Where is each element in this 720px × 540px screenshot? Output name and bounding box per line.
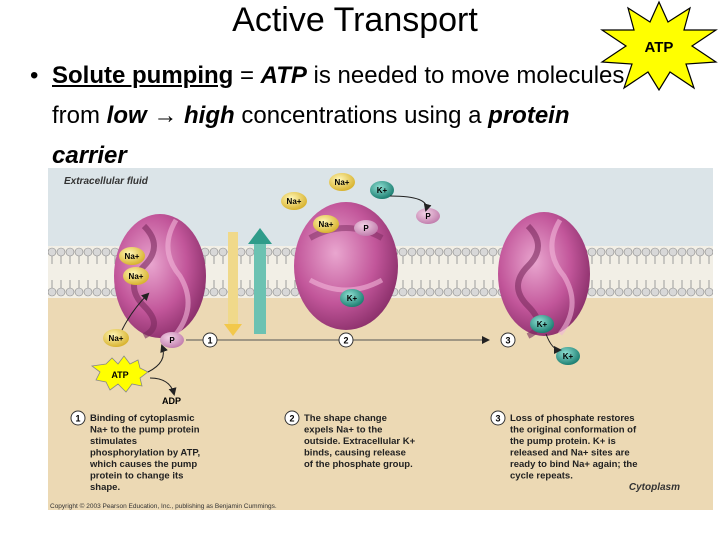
step-caption-line: outside. Extracellular K+ (304, 436, 416, 447)
badge-label: ATP (645, 39, 674, 56)
svg-text:1: 1 (207, 336, 212, 346)
sodium-ion: Na+ (103, 329, 129, 347)
step-number: 1 (75, 414, 80, 424)
step-caption-line: cycle repeats. (510, 471, 573, 482)
step-number-badge (490, 410, 506, 426)
svg-text:P: P (363, 224, 369, 233)
svg-text:P: P (169, 336, 175, 345)
svg-text:Na+: Na+ (287, 197, 302, 206)
step-caption-line: released and Na+ sites are (510, 448, 630, 459)
potassium-ion: K+ (370, 181, 394, 199)
atp-starburst-badge: ATP (600, 0, 718, 92)
sodium-ion: Na+ (119, 247, 145, 265)
svg-text:Na+: Na+ (129, 272, 144, 281)
step-caption-line: binds, causing release (304, 448, 406, 459)
step-caption-line: The shape change (304, 413, 387, 424)
bullet-eq: = (233, 62, 261, 89)
bullet-text: Solute pumping = ATP is needed to move m… (52, 56, 632, 176)
svg-text:ATP: ATP (111, 370, 128, 380)
step-caption-line: ready to bind Na+ again; the (510, 459, 637, 470)
step-caption-line: of the phosphate group. (304, 459, 413, 470)
phosphate-group: P (416, 208, 440, 224)
svg-text:P: P (425, 212, 431, 221)
atp-molecule: ATP (90, 355, 149, 393)
step-caption-line: protein to change its (90, 471, 183, 482)
phosphate-group: P (354, 220, 378, 236)
step-caption-line: shape. (90, 482, 120, 493)
step-caption-line: phosphorylation by ATP, (90, 448, 200, 459)
phosphate-group: P (160, 332, 184, 348)
step-caption-line: expels Na+ to the (304, 425, 382, 436)
copyright-text: Copyright © 2003 Pearson Education, Inc.… (50, 502, 277, 510)
step-progress-line: 1 2 3 (186, 332, 516, 348)
svg-text:K+: K+ (537, 320, 548, 329)
step-number-badge (284, 410, 300, 426)
svg-text:K+: K+ (377, 186, 388, 195)
sodium-ion: Na+ (281, 192, 307, 210)
term-protein-carrier: protein carrier (52, 102, 570, 169)
term-solute-pumping: Solute pumping (52, 62, 234, 89)
sodium-potassium-pump-figure: Extracellular fluid Na+ Na+ Na+ K+ P P N… (47, 168, 714, 510)
step-number: 2 (289, 414, 294, 424)
potassium-ion: K+ (556, 347, 580, 365)
step-number: 3 (495, 414, 500, 424)
svg-text:K+: K+ (563, 352, 574, 361)
potassium-ion: K+ (530, 315, 554, 333)
step-caption-line: the original conformation of (510, 425, 637, 436)
svg-text:Na+: Na+ (319, 220, 334, 229)
step-caption-line: which causes the pump (89, 459, 197, 470)
step-caption-line: the pump protein. K+ is (510, 436, 616, 447)
step-number-badge (70, 410, 86, 426)
slide-title: Active Transport (232, 1, 478, 39)
arrow-icon: → (146, 102, 185, 129)
potassium-ion: K+ (340, 289, 364, 307)
svg-text:3: 3 (505, 336, 510, 346)
step-caption-line: Loss of phosphate restores (510, 413, 635, 424)
term-high: high (184, 102, 235, 129)
term-low: low (106, 102, 147, 129)
adp-label: ADP (162, 396, 181, 406)
svg-text:2: 2 (343, 336, 348, 346)
svg-text:Na+: Na+ (109, 334, 124, 343)
svg-text:Na+: Na+ (125, 252, 140, 261)
term-atp: ATP (260, 62, 307, 89)
pump-protein-2 (294, 202, 398, 330)
step-caption-line: Na+ to the pump protein (90, 425, 200, 436)
step-caption-line: stimulates (90, 436, 137, 447)
sodium-ion: Na+ (123, 267, 149, 285)
starburst-shape (600, 0, 718, 92)
svg-text:K+: K+ (347, 294, 358, 303)
cytoplasm-label: Cytoplasm (629, 482, 680, 493)
sodium-ion: Na+ (329, 173, 355, 191)
step-caption-line: Binding of cytoplasmic (90, 413, 195, 424)
sodium-ion: Na+ (313, 215, 339, 233)
extracellular-fluid-label: Extracellular fluid (64, 176, 149, 187)
bullet-dot: • (30, 62, 39, 89)
concentration-arrows (224, 228, 272, 336)
bullet-end: concentrations using a (234, 102, 489, 129)
bullet-mid: is needed to move molecules from (52, 62, 625, 129)
svg-text:Na+: Na+ (335, 178, 350, 187)
